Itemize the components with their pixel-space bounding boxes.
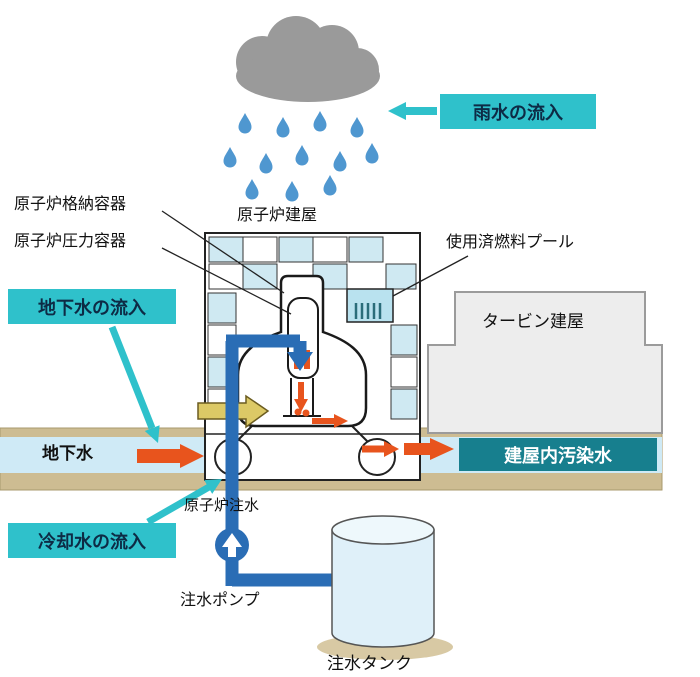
contaminated-water-tag: 建屋内汚染水 (459, 438, 657, 471)
containment-label: 原子炉格納容器 (14, 196, 127, 213)
rain-inflow-tag: 雨水の流入 (440, 94, 596, 129)
spent-fuel-pool (346, 288, 394, 323)
injection-pump (215, 528, 249, 562)
rain-cloud (236, 16, 380, 102)
turbine-building-structure (427, 291, 663, 434)
injection-pump-label: 注水ポンプ (180, 592, 260, 609)
flow-arrows-teal (108, 102, 437, 526)
groundwater-label: 地下水 (42, 444, 93, 463)
pressure-vessel-label: 原子炉圧力容器 (14, 233, 127, 250)
injection-tank-label: 注水タンク (327, 654, 412, 673)
reactor-building-label: 原子炉建屋 (237, 207, 318, 224)
flow-arrows-orange (137, 382, 454, 468)
groundwater-inflow-tag: 地下水の流入 (8, 289, 176, 324)
leader-lines (161, 210, 469, 315)
injection-tank (317, 515, 453, 660)
spent-fuel-pool-label: 使用済燃料プール (446, 234, 575, 251)
raindrops (223, 111, 379, 202)
turbine-building-label: タービン建屋 (482, 312, 584, 331)
reactor-injection-label: 原子炉注水 (184, 497, 260, 514)
cooling-inflow-tag: 冷却水の流入 (8, 523, 176, 558)
